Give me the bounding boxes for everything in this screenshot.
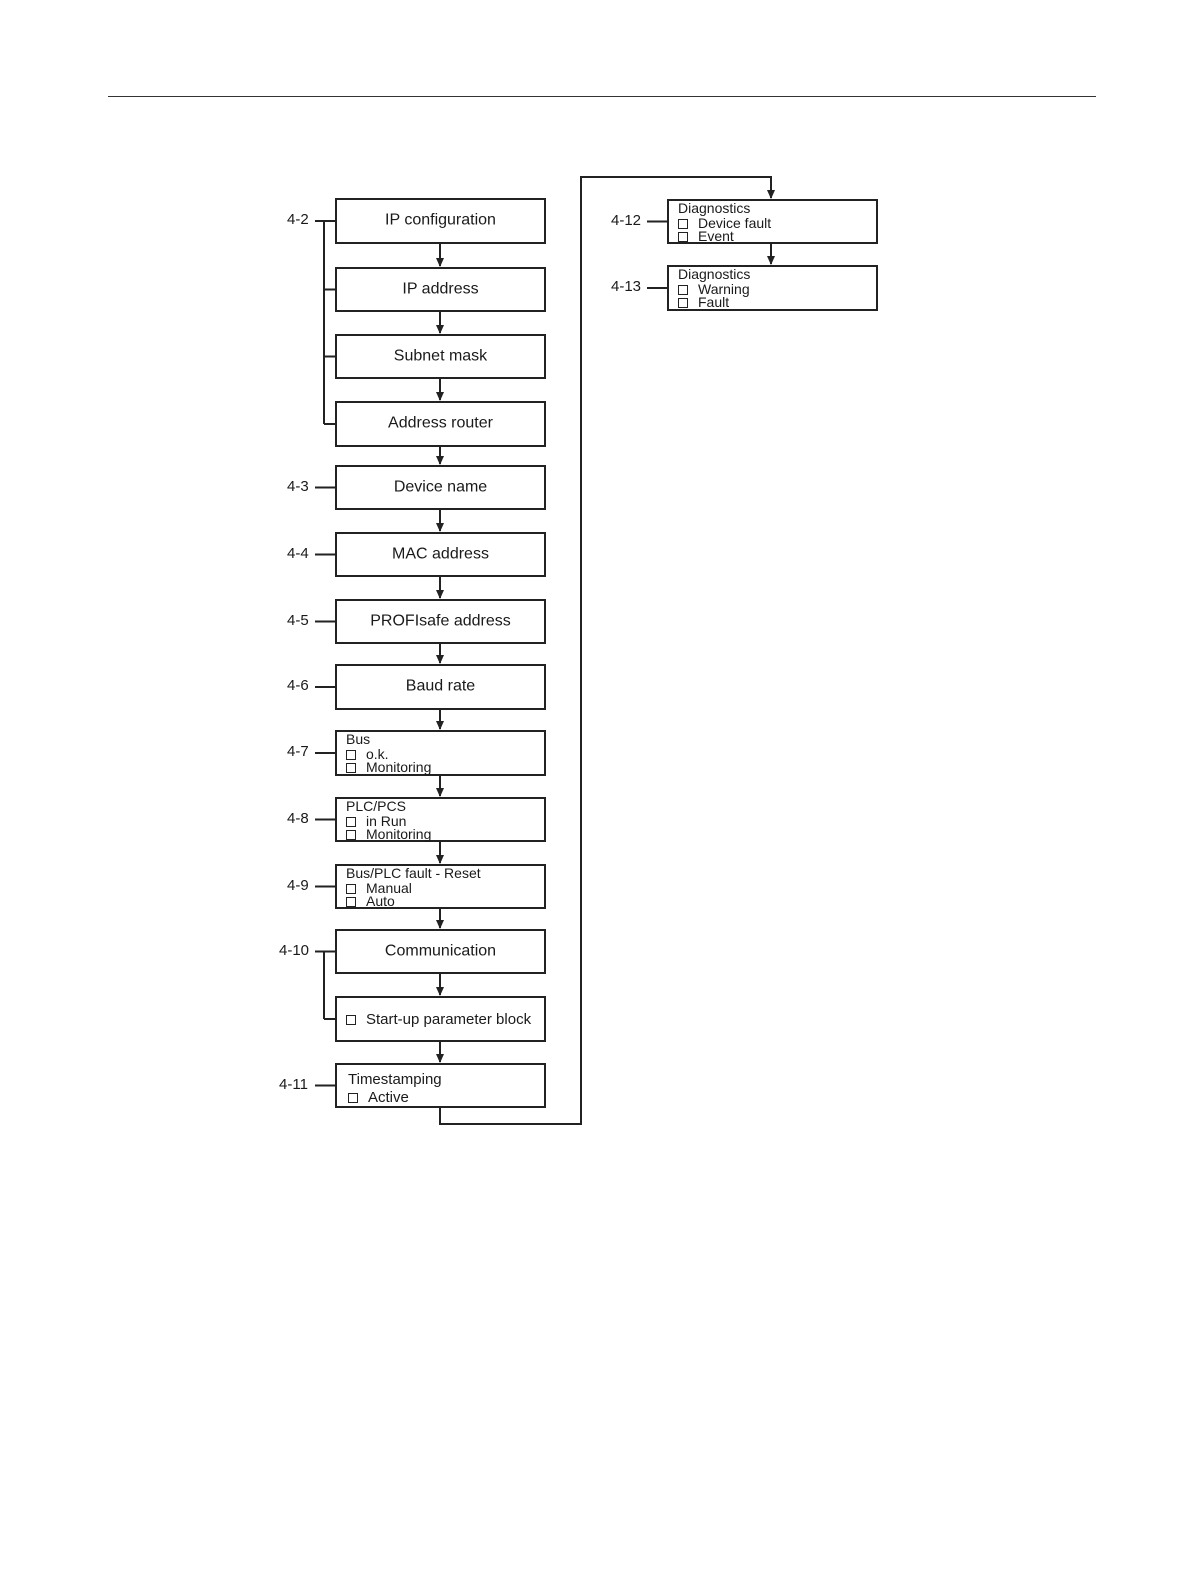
node-title: Timestamping (348, 1071, 442, 1088)
option-row: Event (678, 229, 734, 244)
node-title: MAC address (392, 545, 489, 563)
node-title: PLC/PCS (346, 798, 406, 814)
node-profisafe-address: PROFIsafe address (335, 599, 546, 644)
ref-label: 4-12 (611, 211, 642, 229)
node-title: IP configuration (385, 211, 496, 229)
ref-label: 4-10 (279, 941, 310, 959)
checkbox-icon (346, 829, 356, 840)
option-label: Monitoring (366, 759, 432, 775)
node-title: Diagnostics (678, 266, 751, 282)
checkbox-icon (678, 231, 688, 242)
checkbox-icon (678, 218, 688, 229)
node-title: IP address (402, 280, 479, 298)
node-ip-config: IP configuration (335, 198, 546, 244)
node-baud-rate: Baud rate (335, 664, 546, 710)
node-mac-address: MAC address (335, 532, 546, 577)
ref-label: 4-13 (611, 278, 642, 295)
node-title: Baud rate (405, 677, 476, 695)
option-label: Monitoring (366, 826, 432, 842)
option-label: Manual (366, 880, 412, 896)
ref-label: 4-3 (287, 477, 309, 495)
route-connector (439, 176, 775, 1125)
header-rule (108, 96, 1096, 97)
checkbox-icon (348, 1092, 358, 1103)
ref-label: 4-7 (287, 743, 309, 760)
checkbox-icon (346, 896, 356, 907)
node-title: Subnet mask (393, 347, 488, 365)
option-row: Manual (346, 881, 412, 896)
node-title: Address router (388, 414, 493, 432)
option-row: Warning (678, 282, 750, 297)
node-device-name: Device name (335, 465, 546, 510)
ref-label: 4-5 (287, 611, 309, 629)
ref-label: 4-2 (287, 211, 309, 228)
ref-label: 4-11 (279, 1075, 308, 1093)
option-row: Auto (346, 894, 395, 909)
option-label: Event (698, 228, 734, 244)
node-title: Bus (346, 731, 371, 747)
checkbox-icon (346, 1014, 356, 1025)
node-title: Bus/PLC fault - Reset (346, 865, 481, 881)
node-title: Device name (393, 478, 488, 496)
ref-label: 4-9 (287, 876, 309, 894)
ref-label: 4-6 (287, 677, 309, 694)
option-label: Device fault (698, 215, 772, 231)
option-row: Active (348, 1090, 409, 1105)
option-label: in Run (366, 813, 407, 829)
connectors (315, 176, 775, 1125)
checkbox-icon (346, 883, 356, 894)
option-row: Device fault (678, 216, 771, 231)
node-address-router: Address router (335, 401, 546, 447)
node-title: Communication (384, 942, 497, 960)
option-label: Warning (698, 281, 750, 297)
option-row: in Run (346, 814, 406, 829)
option-row: Monitoring (346, 760, 431, 775)
checkbox-icon (346, 762, 356, 773)
option-row: Start-up parameter block (346, 1012, 531, 1027)
option-label: Active (368, 1089, 409, 1106)
option-label: Fault (698, 294, 730, 310)
node-startup-parameter-block: Start-up parameter block (335, 996, 546, 1042)
checkbox-icon (678, 297, 688, 308)
node-title: Diagnostics (678, 200, 751, 216)
ref-label: 4-4 (287, 544, 309, 562)
option-row: o.k. (346, 747, 389, 762)
option-label: o.k. (366, 746, 389, 762)
checkbox-icon (346, 749, 356, 760)
node-title: PROFIsafe address (370, 612, 511, 630)
node-communication: Communication (335, 929, 546, 974)
option-row: Monitoring (346, 827, 431, 842)
option-row: Fault (678, 295, 729, 310)
node-ip-address: IP address (335, 267, 546, 312)
checkbox-icon (678, 284, 688, 295)
option-label: Start-up parameter block (366, 1011, 532, 1028)
node-subnet-mask: Subnet mask (335, 334, 546, 379)
checkbox-icon (346, 816, 356, 827)
ref-label: 4-8 (287, 809, 309, 827)
option-label: Auto (366, 893, 395, 909)
